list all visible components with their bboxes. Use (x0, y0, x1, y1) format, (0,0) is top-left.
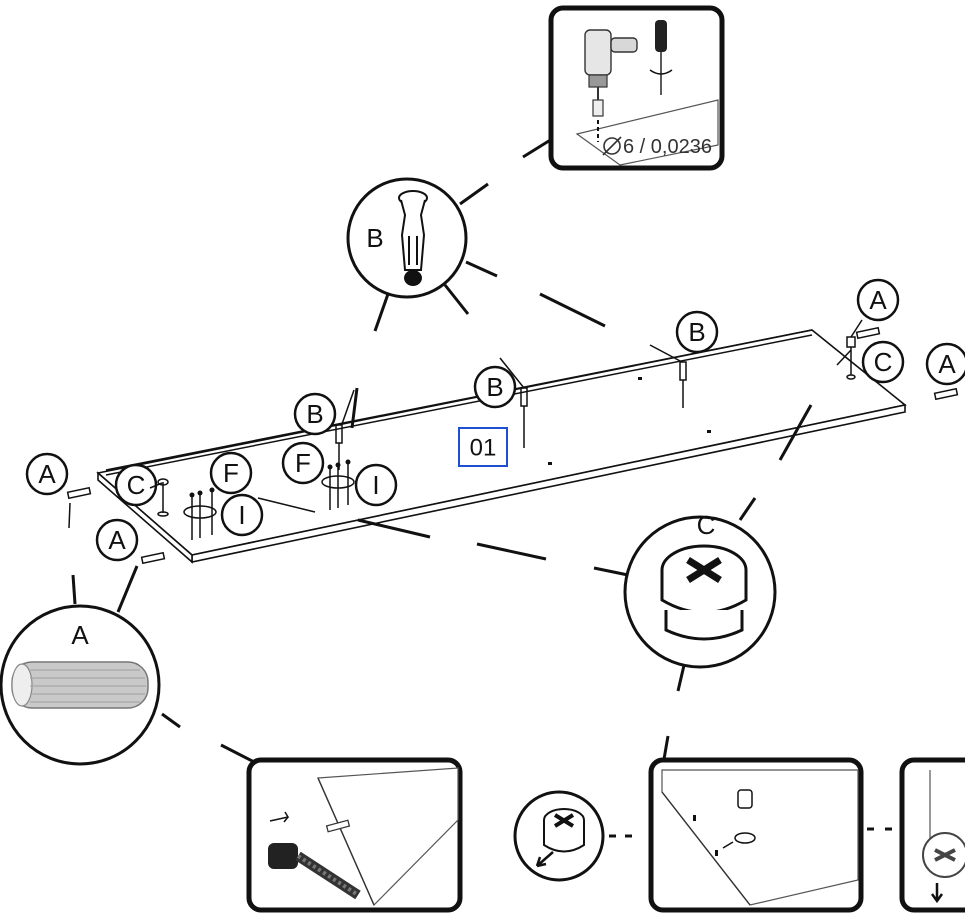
diameter-icon (602, 136, 622, 156)
cam-bolt-3 (679, 361, 687, 408)
cam-bolt-zoom: B (346, 177, 468, 299)
svg-text:C: C (697, 510, 716, 540)
label-a-bottom: A (95, 518, 139, 562)
cam-lock-insert-panel (648, 757, 864, 913)
svg-text:A: A (71, 620, 89, 650)
cam-lock-turn-panel (899, 757, 965, 913)
svg-text:A: A (938, 349, 956, 379)
label-a-right: A (925, 342, 965, 386)
dowel-zoom: A (0, 604, 161, 766)
svg-text:I: I (238, 500, 245, 530)
svg-text:I: I (372, 470, 379, 500)
hammer-icon (268, 843, 361, 900)
label-c-right: C (861, 340, 905, 384)
svg-text:B: B (306, 399, 323, 429)
label-b-1: B (293, 392, 337, 436)
label-i-1: I (220, 493, 264, 537)
svg-text:A: A (108, 525, 126, 555)
cam-bolt-icon (398, 190, 428, 286)
callout-labels: A C A F I B F I B B A C A (25, 278, 965, 562)
dowels (66, 326, 959, 565)
step-number-box: 01 (458, 427, 508, 467)
dowel-icon (11, 661, 149, 709)
svg-text:F: F (295, 448, 311, 478)
svg-text:B: B (486, 372, 503, 402)
label-f-2: F (281, 441, 325, 485)
dowel-insert-panel (246, 757, 463, 913)
label-c-left: C (114, 463, 158, 507)
svg-text:A: A (38, 459, 56, 489)
drill-detail-panel: 6 / 0,0236 (548, 5, 725, 171)
label-i-2: I (354, 463, 398, 507)
label-f-1: F (209, 451, 253, 495)
svg-text:B: B (366, 223, 383, 253)
label-b-2: B (473, 365, 517, 409)
label-a-left: A (25, 452, 69, 496)
label-b-3: B (675, 310, 719, 354)
svg-text:F: F (223, 458, 239, 488)
svg-text:01: 01 (470, 435, 497, 462)
svg-text:C: C (874, 347, 893, 377)
cam-lock-zoom: C (623, 510, 777, 669)
label-a-top-right: A (856, 278, 900, 322)
cam-lock-small-circle (513, 790, 605, 882)
leader-lines (68, 319, 863, 529)
drill-measurement: 6 / 0,0236 (623, 136, 712, 158)
screwdriver-icon (649, 20, 673, 95)
screw-cluster-left (157, 478, 217, 540)
cam-lock-icon (660, 544, 748, 641)
screw-cluster-middle (321, 459, 355, 510)
svg-text:B: B (688, 317, 705, 347)
drill-icon (584, 29, 638, 142)
connector-lines (71, 137, 892, 838)
svg-text:C: C (127, 470, 146, 500)
svg-text:A: A (869, 285, 887, 315)
